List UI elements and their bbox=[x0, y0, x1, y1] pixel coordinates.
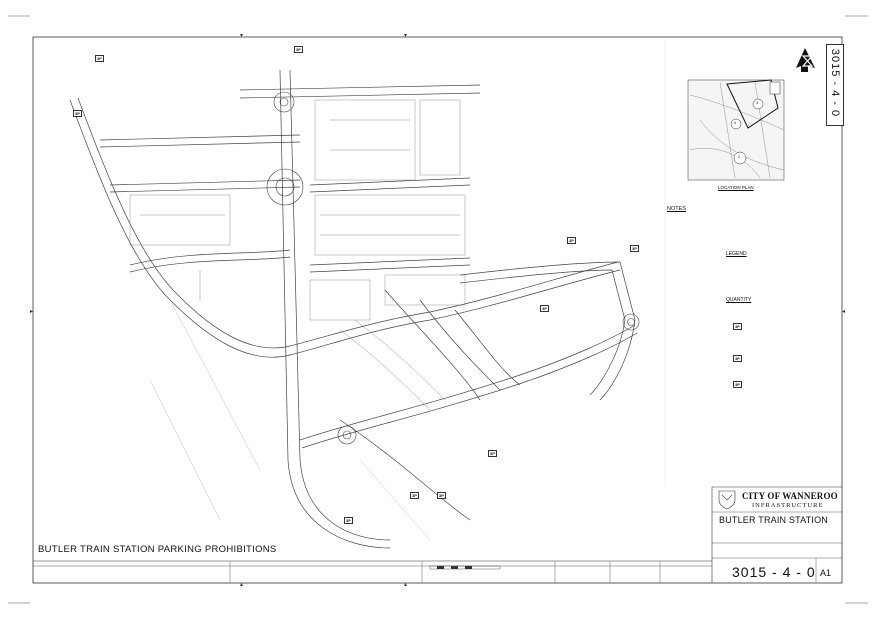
parking-sign: 3P bbox=[630, 245, 639, 252]
parking-sign: 3P bbox=[95, 55, 104, 62]
project-name: BUTLER TRAIN STATION bbox=[719, 515, 829, 525]
location-number: 2 bbox=[738, 155, 740, 159]
parking-sign: 3P bbox=[567, 237, 576, 244]
drawing-number-side: 3015 - 4 - 0 bbox=[826, 44, 844, 126]
location-number: 4 bbox=[734, 121, 736, 125]
parking-sign: 3P bbox=[540, 305, 549, 312]
quantity-heading: QUANTITY bbox=[726, 297, 752, 303]
legend-parking-sign: 3P bbox=[733, 355, 742, 362]
drawing-number: 3015 - 4 - 0 bbox=[732, 564, 816, 580]
parking-sign: 3P bbox=[410, 492, 419, 499]
location-plan bbox=[687, 79, 785, 181]
department-name: INFRASTRUCTURE bbox=[752, 502, 824, 509]
location-plan-label: LOCATION PLAN bbox=[718, 185, 754, 190]
legend-heading: LEGEND bbox=[726, 251, 747, 257]
legend-parking-sign: 3P bbox=[733, 381, 742, 388]
parking-sign: 3P bbox=[73, 110, 82, 117]
drawing-number-side-text: 3015 - 4 - 0 bbox=[829, 48, 841, 118]
parking-sign: 3P bbox=[344, 517, 353, 524]
notes-heading: NOTES bbox=[667, 206, 686, 212]
sheet-size: A1 bbox=[820, 568, 832, 578]
legend-parking-sign: 3P bbox=[733, 323, 742, 330]
parking-sign: 3P bbox=[437, 492, 446, 499]
north-arrow-icon bbox=[796, 48, 815, 72]
parking-sign: 3P bbox=[294, 46, 303, 53]
location-number: 3 bbox=[756, 101, 758, 105]
parking-sign: 3P bbox=[488, 450, 497, 457]
drawing-title: BUTLER TRAIN STATION PARKING PROHIBITION… bbox=[38, 544, 277, 555]
scale-bar bbox=[429, 565, 501, 570]
council-crest-icon bbox=[718, 490, 736, 510]
organisation-name: CITY OF WANNEROO bbox=[742, 491, 838, 501]
